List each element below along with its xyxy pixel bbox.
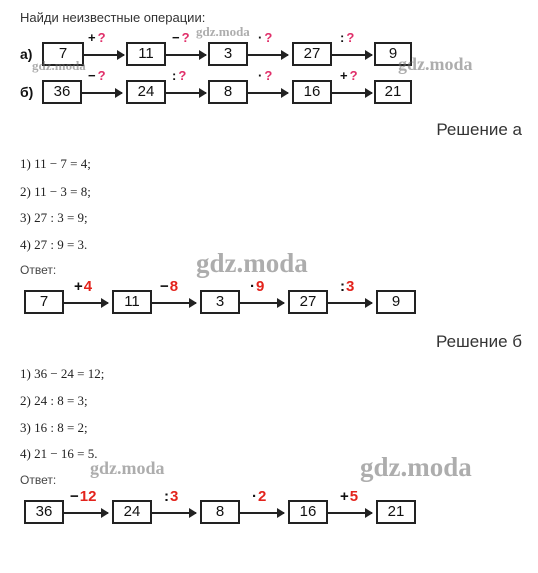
task-title: Найди неизвестные операции: xyxy=(20,10,206,25)
answer-b-op-3: ·2 xyxy=(252,488,267,505)
watermark: gdz.moda xyxy=(196,24,250,39)
row-a-arrow-2 xyxy=(166,50,207,60)
row-b-arrow-2 xyxy=(166,88,207,98)
answer-b-op-1: −12 xyxy=(70,488,97,505)
answer-a-arrow-4 xyxy=(328,298,373,308)
watermark: gdz.moda xyxy=(32,58,86,73)
row-a-op-3: ·? xyxy=(258,30,273,45)
row-a-box-3: 3 xyxy=(208,42,248,66)
row-a-op-1: +? xyxy=(88,30,106,45)
row-b-arrow-3 xyxy=(248,88,289,98)
answer-b-box-1: 36 xyxy=(24,500,64,524)
row-a-box-1: 7 xyxy=(42,42,84,66)
solution-a-step-4: 4) 27 : 9 = 3. xyxy=(20,237,88,252)
row-b-box-3: 8 xyxy=(208,80,248,104)
watermark: gdz.moda xyxy=(360,452,472,482)
solution-a-answer-label: Ответ: xyxy=(20,263,57,277)
answer-a-op-3: ·9 xyxy=(250,278,265,295)
watermark: gdz.moda xyxy=(398,54,473,74)
row-a-arrow-4 xyxy=(332,50,373,60)
answer-a-op-4: :3 xyxy=(340,278,355,295)
answer-a-arrow-3 xyxy=(240,298,285,308)
solution-a-step-3: 3) 27 : 3 = 9; xyxy=(20,210,88,225)
row-b-arrow-1 xyxy=(82,88,123,98)
answer-b-arrow-2 xyxy=(152,508,197,518)
answer-b-op-2: :3 xyxy=(164,488,179,505)
solution-a-step-2: 2) 11 − 3 = 8; xyxy=(20,184,91,199)
solution-b-step-1: 1) 36 − 24 = 12; xyxy=(20,366,105,381)
row-b-op-4: +? xyxy=(340,68,358,83)
solution-b-answer-label: Ответ: xyxy=(20,473,57,487)
row-a-op-4: :? xyxy=(340,30,355,45)
row-b-box-4: 16 xyxy=(292,80,332,104)
row-b-op-3: ·? xyxy=(258,68,273,83)
answer-b-box-4: 16 xyxy=(288,500,328,524)
answer-a-box-3: 3 xyxy=(200,290,240,314)
answer-a-op-2: −8 xyxy=(160,278,179,295)
row-a-arrow-1 xyxy=(84,50,125,60)
row-b-arrow-4 xyxy=(332,88,373,98)
solution-b-heading: Решение б xyxy=(436,332,522,351)
solution-b-step-2: 2) 24 : 8 = 3; xyxy=(20,393,88,408)
answer-a-box-2: 11 xyxy=(112,290,152,314)
watermark: gdz.moda xyxy=(90,458,165,478)
answer-b-op-4: +5 xyxy=(340,488,359,505)
answer-a-box-4: 27 xyxy=(288,290,328,314)
row-b-op-1: −? xyxy=(88,68,106,83)
row-a-box-4: 27 xyxy=(292,42,332,66)
answer-a-arrow-1 xyxy=(64,298,109,308)
answer-a-arrow-2 xyxy=(152,298,197,308)
answer-b-box-3: 8 xyxy=(200,500,240,524)
answer-a-box-1: 7 xyxy=(24,290,64,314)
answer-b-arrow-3 xyxy=(240,508,285,518)
row-a-arrow-3 xyxy=(248,50,289,60)
answer-a-box-5: 9 xyxy=(376,290,416,314)
row-b-label: б) xyxy=(20,84,34,100)
row-a-box-5: 9 xyxy=(374,42,412,66)
answer-b-box-5: 21 xyxy=(376,500,416,524)
row-a-op-2: −? xyxy=(172,30,190,45)
row-b-box-2: 24 xyxy=(126,80,166,104)
row-b-box-1: 36 xyxy=(42,80,82,104)
solution-b-step-3: 3) 16 : 8 = 2; xyxy=(20,420,88,435)
solution-b-step-4: 4) 21 − 16 = 5. xyxy=(20,446,98,461)
answer-b-arrow-4 xyxy=(328,508,373,518)
row-a-label: а) xyxy=(20,46,33,62)
row-b-op-2: :? xyxy=(172,68,187,83)
answer-b-arrow-1 xyxy=(64,508,109,518)
solution-a-heading: Решение а xyxy=(436,120,522,139)
answer-a-op-1: +4 xyxy=(74,278,93,295)
watermark: gdz.moda xyxy=(196,248,308,278)
solution-a-step-1: 1) 11 − 7 = 4; xyxy=(20,156,91,171)
row-b-box-5: 21 xyxy=(374,80,412,104)
row-a-box-2: 11 xyxy=(126,42,166,66)
answer-b-box-2: 24 xyxy=(112,500,152,524)
